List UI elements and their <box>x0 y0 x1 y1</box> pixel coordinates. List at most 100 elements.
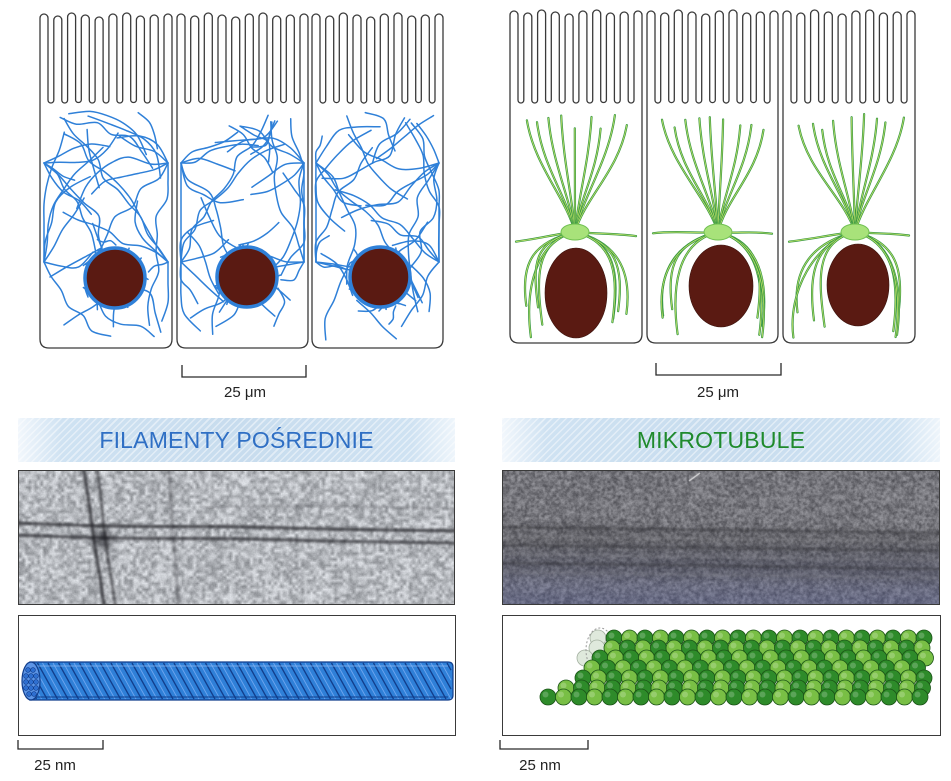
tubulin-bead-highlight <box>607 682 613 689</box>
tubulin-bead-highlight <box>697 691 704 698</box>
tubulin-bead-highlight <box>701 672 708 679</box>
microtubule-strand-highlight <box>854 122 886 233</box>
tubulin-bead-highlight <box>730 642 737 649</box>
filament-subunit-section <box>33 685 39 691</box>
nucleus <box>544 247 608 339</box>
intermediate-filament <box>404 122 441 263</box>
tubulin-bead-highlight <box>881 662 887 669</box>
nucleus <box>688 244 754 328</box>
tubulin-bead-highlight <box>610 652 616 659</box>
tubulin-bead-highlight <box>775 691 781 698</box>
tubulin-bead-highlight <box>715 682 722 689</box>
centrosome <box>840 223 870 241</box>
tubulin-bead-highlight <box>808 642 814 649</box>
tubulin-bead-highlight <box>920 652 926 659</box>
nucleus <box>826 243 890 327</box>
centrosome <box>703 223 733 241</box>
tubulin-bead-highlight <box>699 642 706 649</box>
model-scale-bar-right <box>499 740 589 750</box>
tubulin-bead-highlight <box>639 632 646 639</box>
tubulin-bead-highlight <box>542 691 549 698</box>
tubulin-bead-highlight <box>684 642 690 649</box>
intermediate-filament <box>315 125 381 164</box>
intermediate-filament <box>238 221 280 246</box>
tubulin-bead-highlight <box>765 652 771 659</box>
filament-micrograph-image <box>19 471 454 604</box>
tubulin-bead-highlight <box>686 632 692 639</box>
microtubule-model <box>539 627 934 706</box>
intermediate-filament <box>180 162 202 332</box>
tubulin-bead-highlight <box>901 642 907 649</box>
tubulin-bead-highlight <box>648 662 655 669</box>
intermediate-filament-model <box>21 661 454 701</box>
intermediate-filament <box>315 162 362 207</box>
tubulin-bead-highlight <box>903 632 909 639</box>
tubulin-bead-highlight <box>850 662 856 669</box>
filament-subunit-section <box>23 679 29 685</box>
tubulin-bead-highlight <box>870 642 876 649</box>
tubulin-bead-highlight <box>560 682 567 689</box>
tubulin-bead-highlight <box>687 652 694 659</box>
tubulin-bead-highlight <box>856 672 863 679</box>
tubulin-bead-highlight <box>868 691 874 698</box>
tubulin-bead-highlight <box>602 662 608 669</box>
tubulin-bead-highlight <box>655 632 661 639</box>
intermediate-filament <box>180 162 245 204</box>
tubulin-bead-highlight <box>824 682 830 689</box>
tubulin-bead-highlight <box>746 682 753 689</box>
filament-subunit-section <box>28 685 34 691</box>
tubulin-bead-highlight <box>914 691 921 698</box>
tubulin-bead-highlight <box>679 662 686 669</box>
tubulin-bead-highlight <box>792 642 799 649</box>
intermediate-filament <box>68 110 148 156</box>
tubulin-bead-highlight <box>904 652 911 659</box>
filament-subunit-section <box>26 691 32 697</box>
tubulin-bead <box>570 688 588 706</box>
tubulin-bead-highlight <box>825 672 832 679</box>
tubulin-bead-highlight <box>670 672 677 679</box>
tubulin-bead-highlight <box>604 691 611 698</box>
tubulin-bead-highlight <box>672 652 678 659</box>
tubulin-bead-highlight <box>794 632 801 639</box>
tubulin-bead <box>725 688 743 706</box>
intermediate-filament <box>270 121 305 263</box>
filament-subunit-section <box>30 667 36 673</box>
tubulin-bead <box>617 688 634 706</box>
tubulin-bead-highlight <box>916 642 923 649</box>
tubulin-bead-highlight <box>842 652 849 659</box>
tubulin-bead-highlight <box>710 662 717 669</box>
tubulin-bead-highlight <box>839 682 846 689</box>
intermediate-filament <box>118 135 169 164</box>
intermediate-filament <box>147 261 169 273</box>
microtubule-strand-highlight <box>675 231 719 335</box>
tubulin-bead-highlight <box>744 691 750 698</box>
tubulin-bead-highlight <box>917 682 923 689</box>
tubulin-bead-highlight <box>633 662 639 669</box>
tubulin-bead-highlight <box>637 642 644 649</box>
tubulin-bead <box>787 688 805 706</box>
tubulin-bead-highlight <box>865 662 872 669</box>
tubulin-bead-highlight <box>558 691 564 698</box>
tubulin-bead-highlight <box>586 662 593 669</box>
tubulin-bead-highlight <box>796 652 802 659</box>
tubulin-bead-highlight <box>887 632 894 639</box>
intermediate-filament <box>364 111 396 152</box>
intermediate-filament <box>273 287 286 327</box>
intermediate-filament <box>282 172 306 263</box>
tubulin-bead-highlight <box>748 632 754 639</box>
filament-title: FILAMENTY POŚREDNIE <box>99 426 374 453</box>
tubulin-bead-highlight <box>608 672 615 679</box>
intermediate-filament <box>87 115 162 179</box>
tubulin-bead <box>741 688 758 706</box>
tubulin-bead-highlight <box>639 672 646 679</box>
tubulin-bead-highlight <box>762 682 768 689</box>
tubulin-bead-highlight <box>651 691 657 698</box>
tubulin-bead-highlight <box>918 632 925 639</box>
microtubule-cell-panel <box>509 9 916 344</box>
intermediate-filament <box>315 162 357 285</box>
tubulin-bead-highlight <box>808 682 815 689</box>
tubulin-bead-highlight <box>695 662 701 669</box>
microtubule-title-banner: MIKROTUBULE <box>502 418 940 462</box>
tubulin-bead-highlight <box>591 682 598 689</box>
